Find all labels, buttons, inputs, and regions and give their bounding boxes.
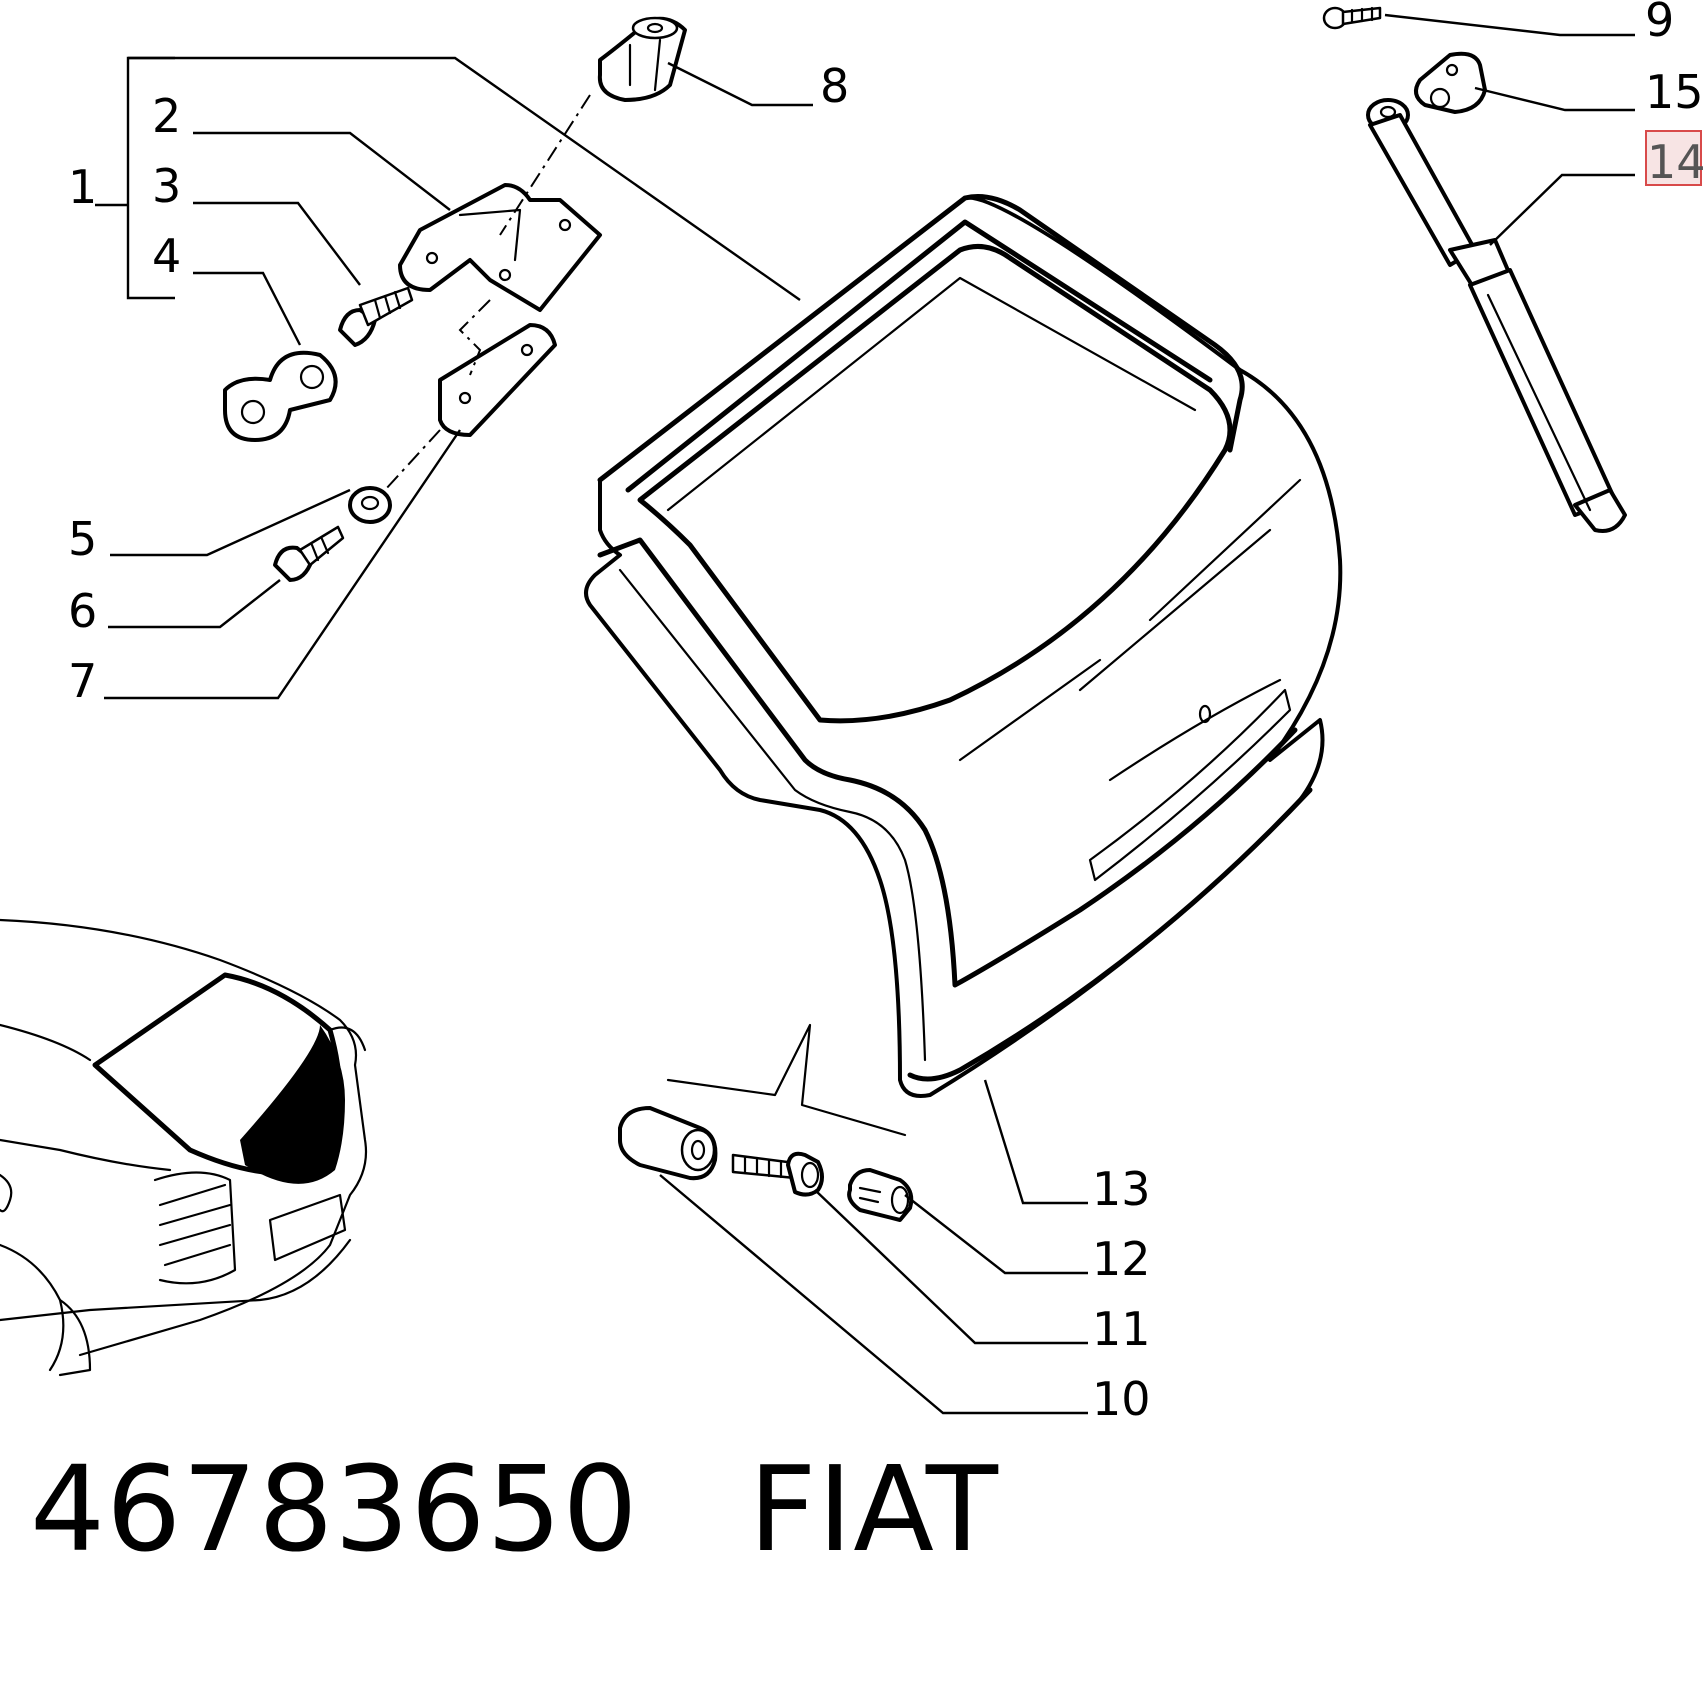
callout-14: 14	[1647, 135, 1703, 189]
callout-1: 1	[68, 160, 97, 214]
car-rear-inset	[0, 918, 368, 1377]
callout-12: 12	[1092, 1232, 1151, 1286]
lower-fasteners	[618, 1023, 914, 1222]
callout-5: 5	[68, 512, 97, 566]
part-number: 46783650	[30, 1440, 639, 1578]
callout-6: 6	[68, 584, 97, 638]
nut-part-8	[597, 16, 687, 102]
brand-name: FIAT	[748, 1440, 999, 1578]
callout-10: 10	[1092, 1372, 1151, 1426]
bolt-part-9	[1322, 6, 1382, 30]
leader-lines	[95, 13, 1635, 1415]
callout-2: 2	[152, 89, 181, 143]
callout-8: 8	[820, 59, 849, 113]
bracket-part-15	[1414, 51, 1487, 114]
callout-9: 9	[1645, 0, 1674, 47]
part-caption: 46783650 FIAT	[30, 1440, 999, 1578]
callout-3: 3	[152, 159, 181, 213]
callout-15: 15	[1645, 65, 1703, 119]
tailgate-panel	[584, 194, 1343, 1098]
hinge-assembly	[223, 16, 687, 582]
bolt-part-6	[273, 525, 345, 582]
callout-labels: 1 2 3 4 5 6 7 8 9 15 14 13 12 11 10	[68, 0, 1703, 1426]
callout-13: 13	[1092, 1162, 1151, 1216]
screw-part-3	[338, 286, 414, 347]
gas-strut-part-14	[1366, 98, 1627, 533]
callout-4: 4	[152, 229, 181, 283]
callout-11: 11	[1092, 1302, 1151, 1356]
callout-7: 7	[68, 654, 97, 708]
highlight-box-14	[1645, 130, 1702, 186]
